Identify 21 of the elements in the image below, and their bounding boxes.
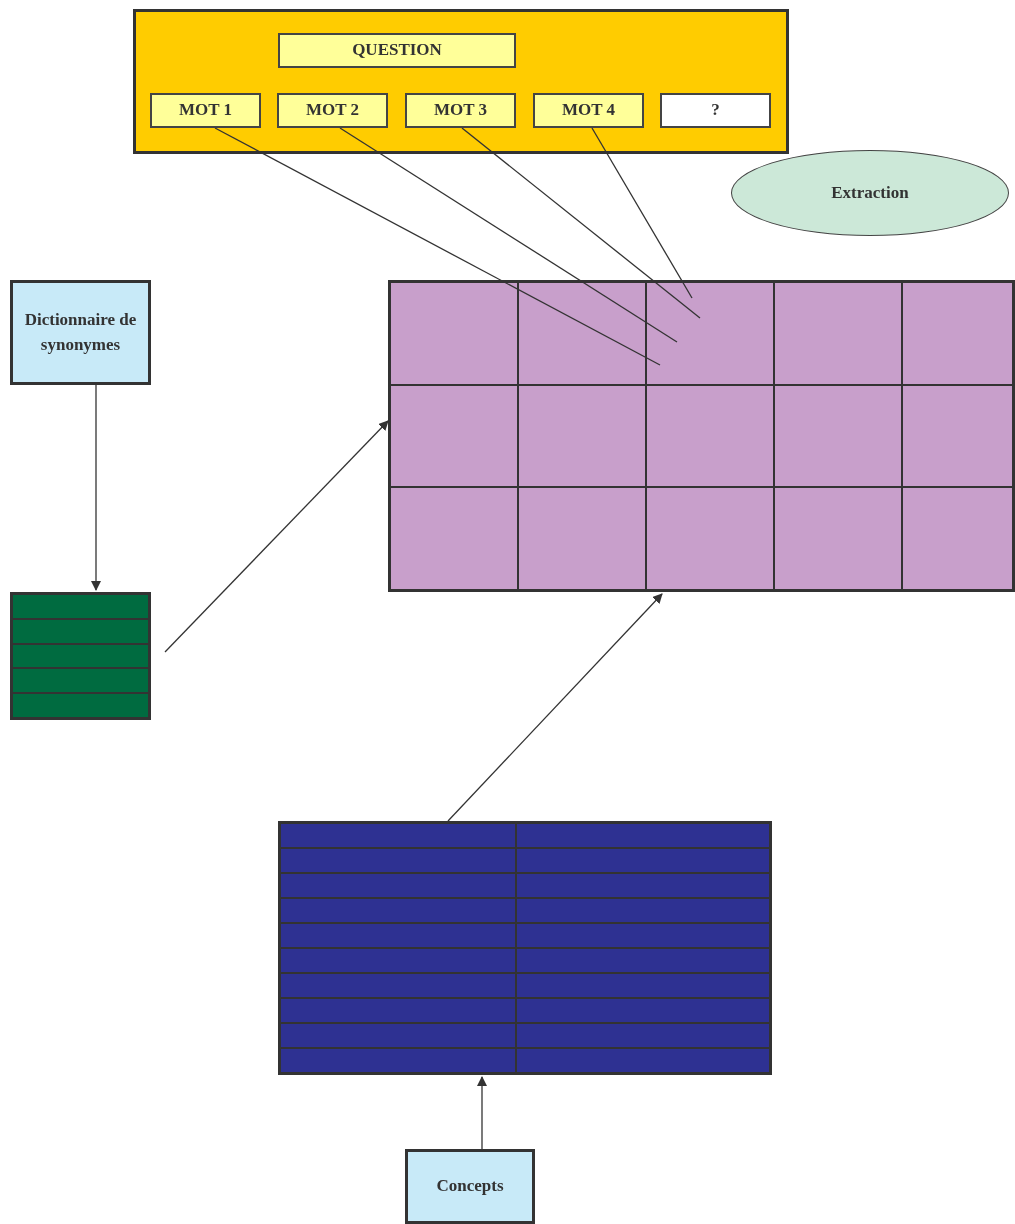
arrow	[164, 420, 389, 653]
word-box: MOT 1	[150, 93, 261, 128]
word-box: MOT 4	[533, 93, 644, 128]
arrow	[447, 593, 663, 822]
matrix-grid	[388, 280, 1015, 592]
connector-line	[591, 127, 693, 299]
synonym-table	[10, 592, 151, 720]
arrow	[477, 1076, 487, 1150]
question-label: QUESTION	[278, 33, 516, 68]
dictionary-box: Dictionnaire de synonymes	[10, 280, 151, 385]
word-box: MOT 3	[405, 93, 516, 128]
connector-line	[461, 127, 701, 319]
concept-table	[278, 821, 772, 1075]
connector-line	[339, 127, 678, 343]
unknown-word-box: ?	[660, 93, 771, 128]
concepts-box: Concepts	[405, 1149, 535, 1224]
process-ellipse: Extraction	[731, 150, 1009, 236]
arrow	[91, 384, 101, 591]
word-box: MOT 2	[277, 93, 388, 128]
question-panel	[133, 9, 789, 154]
connector-line	[214, 127, 661, 366]
